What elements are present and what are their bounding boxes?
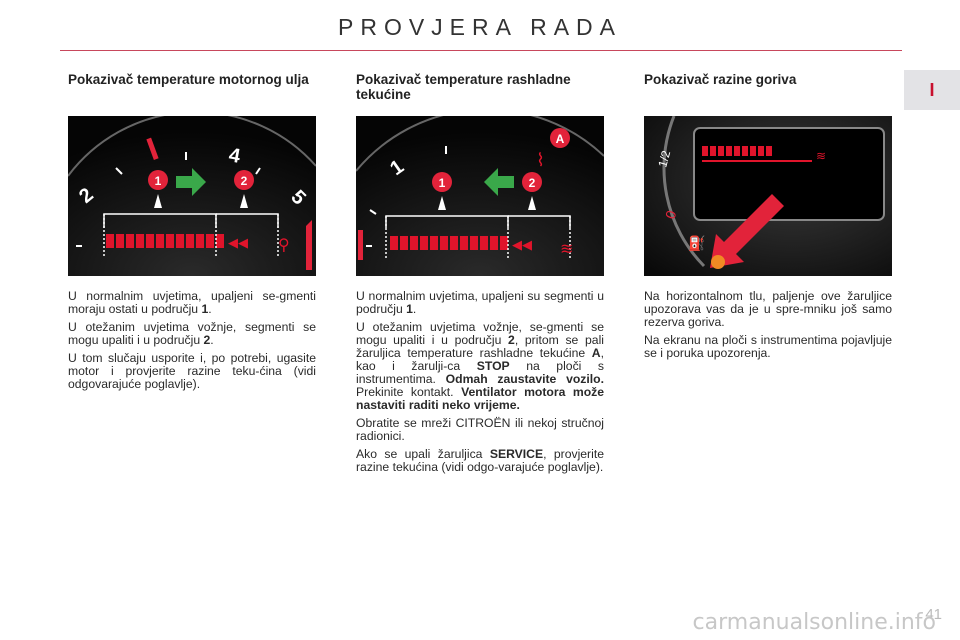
coolant-temp-heading: Pokazivač temperature rashladne tekućine bbox=[356, 72, 571, 102]
marker-a bbox=[550, 128, 570, 148]
coolant-icon: ≋ bbox=[560, 239, 573, 258]
oil-temp-text: U normalnim uvjetima, upaljeni se-gmenti… bbox=[68, 290, 316, 391]
marker-1-label: 1 bbox=[155, 174, 162, 188]
coolant-temp-gauge-image: 1 A ⌇ 1 2 bbox=[356, 116, 604, 276]
oil-temp-gauge-image: 2 4 5 1 2 bbox=[68, 116, 316, 276]
marker-1-label: 1 bbox=[439, 176, 446, 190]
fuel-pump-icon: ⛽ bbox=[688, 235, 705, 252]
svg-text:◀◀: ◀◀ bbox=[512, 238, 532, 253]
chapter-tab[interactable]: I bbox=[904, 70, 960, 110]
title-divider bbox=[60, 50, 902, 51]
paragraph: U otežanim uvjetima vožnje, segmenti se … bbox=[68, 320, 316, 347]
fuel-level-text: Na horizontalnom tlu, paljenje ove žarul… bbox=[644, 290, 892, 360]
svg-text:4: 4 bbox=[227, 144, 243, 168]
fuel-level-section: Pokazivač razine goriva ≋ 1/2 0 ⛽ bbox=[644, 72, 892, 365]
marker-1 bbox=[148, 170, 168, 190]
page-number: 41 bbox=[925, 606, 942, 623]
svg-text:≋: ≋ bbox=[816, 149, 826, 163]
paragraph: U normalnim uvjetima, upaljeni se-gmenti… bbox=[68, 289, 316, 316]
marker-2 bbox=[234, 170, 254, 190]
left-arrow-icon bbox=[484, 168, 514, 196]
marker-a-label: A bbox=[556, 132, 565, 146]
marker-1 bbox=[432, 172, 452, 192]
oil-temp-section: Pokazivač temperature motornog ulja 2 4 … bbox=[68, 72, 316, 396]
coolant-temperature-icon: ⌇ bbox=[536, 150, 545, 171]
coolant-temp-text: U normalnim uvjetima, upaljeni su segmen… bbox=[356, 290, 604, 474]
page-title: PROVJERA RADA bbox=[338, 14, 622, 40]
fuel-level-heading: Pokazivač razine goriva bbox=[644, 72, 797, 87]
paragraph: U tom slučaju usporite i, po potrebi, ug… bbox=[68, 351, 316, 391]
oil-temp-heading: Pokazivač temperature motornog ulja bbox=[68, 72, 309, 87]
pointer-arrow-icon bbox=[710, 194, 784, 268]
marker-2-label: 2 bbox=[241, 174, 248, 188]
watermark: carmanualsonline.info bbox=[692, 610, 936, 635]
svg-text:◀◀: ◀◀ bbox=[228, 236, 248, 251]
paragraph: Na ekranu na ploči s instrumentima pojav… bbox=[644, 333, 892, 360]
fuel-warning-lamp bbox=[711, 255, 725, 269]
fuel-gauge-image: ≋ 1/2 0 ⛽ bbox=[644, 116, 892, 276]
paragraph: U normalnim uvjetima, upaljeni su segmen… bbox=[356, 289, 604, 316]
coolant-temp-section: Pokazivač temperature rashladne tekućine… bbox=[356, 72, 604, 479]
oil-can-icon: ⚲ bbox=[278, 235, 290, 254]
svg-text:1/2: 1/2 bbox=[655, 149, 673, 169]
marker-2 bbox=[522, 172, 542, 192]
paragraph: Na horizontalnom tlu, paljenje ove žarul… bbox=[644, 289, 892, 329]
marker-2-label: 2 bbox=[529, 176, 536, 190]
right-arrow-icon bbox=[176, 168, 206, 196]
paragraph: Ako se upali žaruljica SERVICE, provjeri… bbox=[356, 447, 604, 474]
paragraph: U otežanim uvjetima vožnje, se-gmenti se… bbox=[356, 320, 605, 412]
paragraph: Obratite se mreži CITROËN ili nekoj stru… bbox=[356, 416, 604, 443]
